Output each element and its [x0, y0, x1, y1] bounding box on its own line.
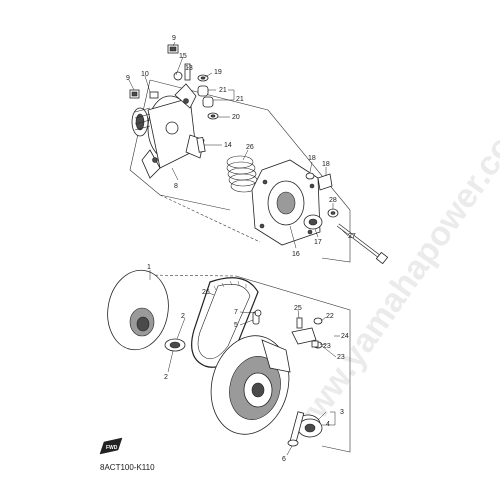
callout-13: 15: [179, 53, 187, 60]
callout-11: 13: [185, 65, 193, 72]
spider-hub-part[interactable]: [131, 83, 205, 179]
pin-24[interactable]: [296, 317, 303, 329]
callout-9-top: 9: [172, 35, 176, 42]
roller-20[interactable]: [197, 85, 209, 97]
callout-21-bottom: 23: [337, 354, 345, 361]
callout-2-upper: 2: [181, 313, 185, 320]
washer-13[interactable]: [173, 71, 183, 81]
callout-26-visible: 26: [202, 289, 210, 296]
callout-23-label: 23: [323, 343, 331, 350]
callout-18-top: 19: [214, 69, 222, 76]
callout-labels: 9 15 13 9 10 19 21 21 20 14 26 8 18 18 2…: [126, 35, 356, 463]
diagram-code: 8ACT100-K110: [100, 463, 155, 472]
washer-21-top[interactable]: [313, 317, 323, 325]
roller-23[interactable]: [311, 340, 319, 348]
callout-27: 27: [348, 233, 356, 240]
callout-5: 5: [234, 322, 238, 329]
lower-assembly-frame: [235, 275, 351, 453]
roller-19[interactable]: [202, 96, 214, 108]
callout-3: 3: [340, 409, 344, 416]
compression-spring-25[interactable]: [226, 155, 258, 193]
callout-14: 16: [292, 251, 300, 258]
callout-16: 18: [322, 161, 330, 168]
callout-2-lower: 2: [164, 374, 168, 381]
bolt-16[interactable]: [317, 173, 333, 191]
callout-18-bottom: 20: [232, 114, 240, 121]
slider-block-9-top-inner: [169, 46, 177, 52]
slider-block-9-left-inner: [131, 91, 138, 97]
callout-1: 1: [147, 264, 151, 271]
slider-block-10[interactable]: [149, 91, 159, 99]
callout-15: 17: [314, 239, 322, 246]
bolt-12[interactable]: [196, 136, 206, 153]
long-bolt-27[interactable]: [336, 223, 389, 265]
washer-17[interactable]: [305, 172, 315, 180]
forward-direction-badge: FWD: [99, 437, 123, 455]
callout-7: 7: [234, 309, 238, 316]
leader-lines: [128, 41, 349, 456]
callout-4: 4: [326, 421, 330, 428]
callout-8: 8: [174, 183, 178, 190]
callout-28: 28: [329, 197, 337, 204]
callout-6: 6: [282, 456, 286, 463]
movable-sheave-3[interactable]: [200, 327, 299, 443]
cover-plate-14[interactable]: [251, 159, 321, 246]
callout-19: 21: [236, 96, 244, 103]
callout-21-top: 22: [326, 313, 334, 320]
callout-9-left: 9: [126, 75, 130, 82]
callout-24: 25: [294, 305, 302, 312]
bolt-6[interactable]: [287, 411, 305, 447]
upper-dash-line: [159, 194, 261, 243]
arm-22[interactable]: [291, 327, 317, 345]
callout-12: 14: [224, 142, 232, 149]
callout-20: 21: [219, 87, 227, 94]
fixed-sheave-1[interactable]: [102, 265, 175, 354]
callout-10: 10: [141, 71, 149, 78]
callout-17: 18: [308, 155, 316, 162]
callout-22: 24: [341, 333, 349, 340]
svg-text:FWD: FWD: [106, 445, 118, 451]
roller-pin-11[interactable]: [184, 63, 191, 81]
callout-25: 26: [246, 144, 254, 151]
